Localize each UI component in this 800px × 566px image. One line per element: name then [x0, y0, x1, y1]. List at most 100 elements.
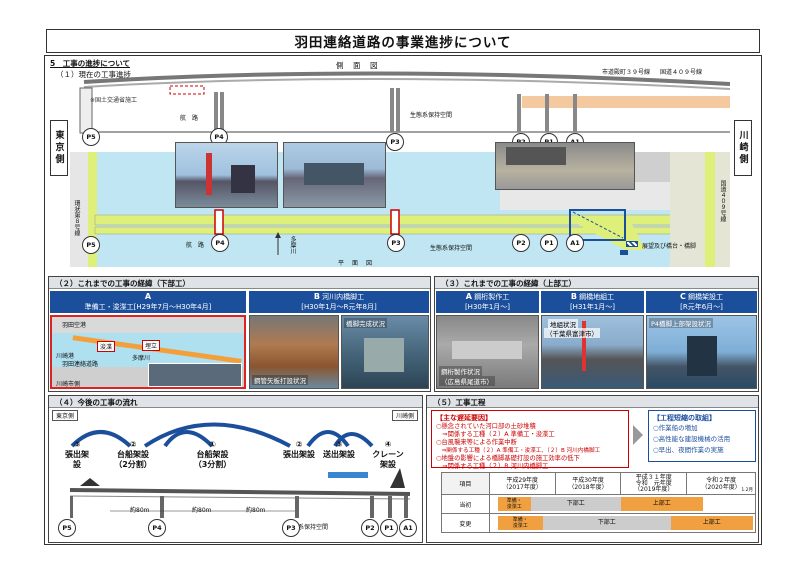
s4-step2-num: ② [129, 440, 137, 449]
arrow-right-icon [633, 425, 643, 445]
delay-6: ⇒関係する工種（２）B 河川内橋脚工 [436, 463, 549, 470]
pier-p3-side: P3 [386, 133, 404, 151]
delay-3: ○台風襲来等による作業中断 [436, 439, 517, 446]
eco-plan-label: 生態系保持空間 [430, 245, 473, 252]
photo-abutment [495, 142, 635, 190]
river-label: 多摩川 [289, 236, 296, 254]
sched-y4-label: 令和２年度 （2020年度） [701, 476, 741, 491]
s3-c-label: C [679, 292, 686, 301]
photo-p4-pier [175, 142, 278, 208]
city-road-label: 市道殿町３９号線 [602, 69, 651, 76]
measure-1: ○作業船の増加 [653, 424, 698, 432]
pier-p2-plan: P2 [512, 234, 530, 252]
side-view-label: 側 面 図 [336, 61, 379, 70]
kawasaki-side-label: 川崎側 [734, 120, 752, 176]
measure-2: ○高性能な建設機械の活用 [653, 435, 731, 443]
s2-steel-photo: 鋼管矢板打設状況 [249, 315, 339, 389]
map-port: 川崎港 [56, 353, 75, 360]
eco-side-label: 生態系保持空間 [410, 112, 453, 119]
ring8-label: 環状第８号線 [73, 200, 80, 236]
s3-step-b-header: B 鋼橋地組工[H31年1月～] [541, 291, 644, 313]
section4-heading: （４）今後の工事の流れ [49, 396, 422, 408]
delay-4: ⇒関係する工種（２）A 準備工・浚渫工、（２）B 河川内橋脚工 [436, 448, 601, 454]
s2-step-a-header: A 準備工・浚渫工[H29年7月～H30年4月] [50, 291, 246, 313]
bar-changed-prep: 準備・ 浚渫工 [497, 516, 543, 530]
sched-row-changed: 変更 [441, 513, 490, 533]
map-tama: 多摩川 [132, 355, 151, 362]
s2-b-label: B [313, 292, 320, 301]
s4-erection-diagram [69, 422, 411, 518]
page-title: 羽田連絡道路の事業進捗について [294, 35, 512, 51]
s4-kawasaki: 川崎側 [392, 410, 419, 421]
s2-step-b-header: B 河川内橋脚工 [H30年1月～R元年8月] [249, 291, 429, 313]
pier-p4-plan: P4 [211, 234, 229, 252]
s3-photo-c: P4橋脚上部架設状況 [646, 315, 757, 389]
legend-label: 展望及び橋台・橋脚 [642, 243, 697, 250]
section3-heading: （３）これまでの工事の経緯（上部工） [435, 277, 758, 289]
s4-pier-p3: P3 [282, 519, 300, 537]
bar-initial-super: 上部工 [620, 497, 703, 511]
sched-y4: 令和２年度 （2020年度）1.2月 [686, 472, 756, 495]
measure-3: ○早出、夜間作業の実施 [653, 446, 724, 454]
bar-initial-prep: 準備・ 浚渫工 [497, 497, 531, 511]
measures-title: 【工程短縮の取組】 [653, 414, 716, 422]
s4-dim2: 約80m [192, 507, 212, 514]
s2-b-title: 河川内橋脚工 [322, 293, 365, 301]
route409-label: 国道４０９号線 [719, 180, 726, 222]
map-dredge: 浚渫 [97, 341, 116, 352]
s4-step1-num: ③ [73, 440, 81, 449]
s3-photo-a: 鋼桁製作状況 （広島県尾道市） [436, 315, 539, 389]
s4-pier-p2: P2 [361, 519, 379, 537]
pier-p5-plan: P5 [82, 236, 100, 254]
s4-step4-label: 張出架設 [283, 450, 315, 459]
delay-box: 【主な遅延要因】 ○懸念されていた河口部の土砂堆積 ⇒関係する工種（２）A 準備… [431, 410, 629, 470]
s2-map-photo: 羽田空港 埋立 浚渫 多摩川 羽田連絡道路 川崎港 川崎市側 [50, 315, 246, 389]
s4-eco: 生態系保持空間 [286, 524, 329, 531]
pier-p5-side: P5 [82, 128, 100, 146]
s4-tokyo: 東京側 [52, 410, 79, 421]
s2-a-label: A [144, 292, 152, 301]
s2-cap-pier: 橋脚完成状況 [344, 318, 387, 328]
s4-dim1: 約80m [130, 507, 150, 514]
sched-note: 1.2月 [741, 488, 753, 493]
sched-y3: 平成３１年度 令和 元年度 （2019年度） [620, 472, 688, 495]
s3-c-title: 鋼橋架設工 [688, 293, 724, 301]
sched-col-item: 項目 [441, 472, 490, 495]
section4-panel: （４）今後の工事の流れ [48, 395, 423, 543]
s3-c-date: [R元年6月～] [680, 303, 723, 311]
delay-2: ⇒関係する工種（２）A 準備工・浚渫工 [436, 431, 555, 438]
s4-step5-num: ③ [335, 440, 343, 449]
sched-y2: 平成30年度 （2018年度） [554, 472, 622, 495]
pier-p1-plan: P1 [540, 234, 558, 252]
s4-step6-num: ④ [384, 440, 392, 449]
s2-cap-steel: 鋼管矢板打設状況 [252, 375, 308, 385]
bar-changed-super: 上部工 [670, 516, 753, 530]
s4-step5-label: 送出架設 [323, 450, 355, 459]
schedule-table: 項目 平成29年度 （2017年度） 平成30年度 （2018年度） 平成３１年… [441, 472, 757, 533]
delay-1: ○懸念されていた河口部の土砂堆積 [436, 423, 536, 430]
map-haneda: 羽田空港 [62, 322, 87, 329]
photo-p3-pier [283, 142, 386, 208]
bar-changed-sub: 下部工 [542, 516, 671, 530]
s3-a-title: 鋼桁製作工 [474, 293, 510, 301]
s3-b-date: [H31年1月～] [569, 303, 616, 311]
bar-initial-sub: 下部工 [530, 497, 621, 511]
s4-pier-p5: P5 [58, 519, 76, 537]
map-road: 羽田連絡道路 [62, 361, 99, 368]
s3-step-c-header: C 鋼橋架設工 [R元年6月～] [646, 291, 757, 313]
s3-b-title: 鋼橋地組工 [579, 293, 615, 301]
channel-plan-label: 航 路 [186, 242, 205, 249]
s3-a-date: [H30年1月～] [464, 303, 511, 311]
s2-a-title: 準備工・浚渫工 [84, 303, 134, 311]
s2-pier-photo: 橋脚完成状況 [341, 315, 429, 389]
sched-changed-bars: 準備・ 浚渫工 下部工 上部工 [488, 513, 757, 533]
s4-step6-label: クレーン 架設 [372, 450, 404, 469]
s4-step1-label: 張出架設 [65, 450, 89, 469]
s3-step-a-header: A 鋼桁製作工[H30年1月～] [436, 291, 539, 313]
page-title-box: 羽田連絡道路の事業進捗について [46, 29, 760, 53]
s4-step4-num: ② [295, 440, 303, 449]
s4-step2-label: 台船架設 （2分割） [114, 450, 152, 469]
section5-heading: 5 工事の進捗について [50, 59, 130, 68]
